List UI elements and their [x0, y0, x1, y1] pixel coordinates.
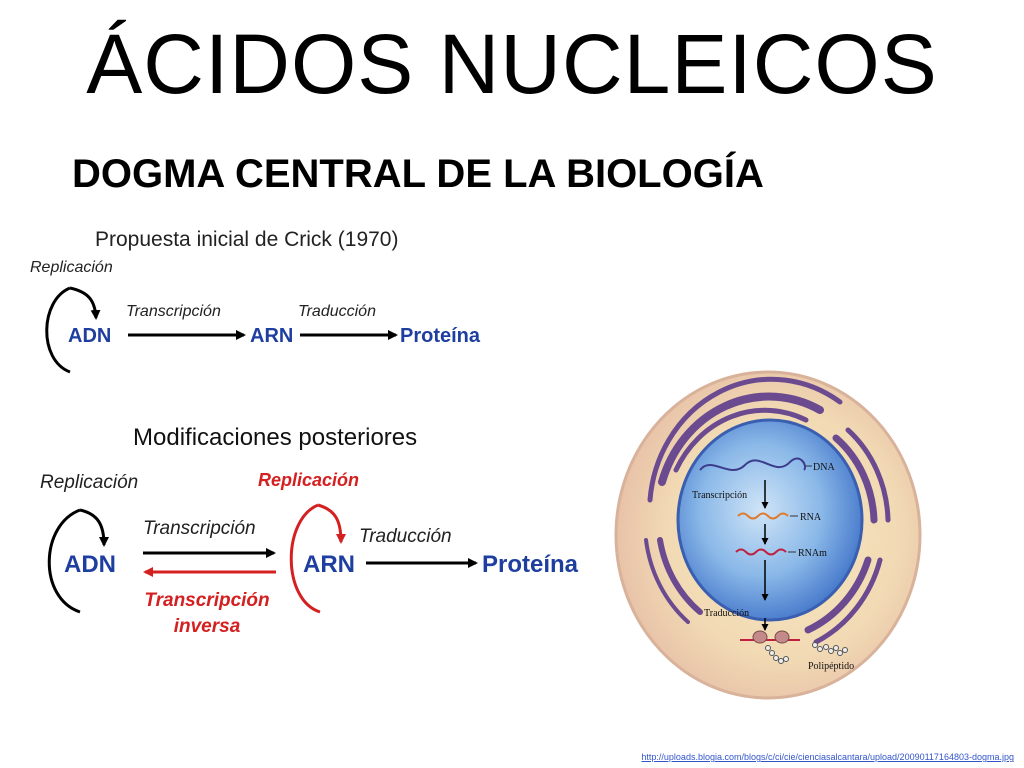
crick-transcription-label: Transcripción [126, 303, 221, 320]
cell-rna-label: RNA [800, 512, 822, 523]
later-reverse-transcription-label-2: inversa [174, 616, 241, 637]
later-rna-replication-label: Replicación [258, 470, 359, 490]
source-url[interactable]: http://uploads.blogia.com/blogs/c/ci/cie… [641, 752, 1014, 762]
nucleus [676, 418, 864, 622]
later-rna-replication-arrow [289, 503, 341, 614]
crick-protein-label: Proteína [400, 325, 481, 347]
mrna-strand [735, 548, 787, 556]
cell-polypeptide-label: Polipéptido [808, 661, 854, 672]
crick-dna-label: ADN [68, 325, 111, 347]
later-replication-label: Replicación [40, 472, 138, 493]
endoplasmic-reticulum [644, 376, 891, 645]
cell-dna-label: DNA [813, 462, 835, 473]
crick-heading: Propuesta inicial de Crick (1970) [95, 228, 398, 251]
ribosome [752, 630, 768, 644]
cell-transcription-label: Transcripción [692, 490, 747, 501]
later-rna-label: ARN [303, 551, 355, 578]
later-replication-arrow [47, 508, 104, 614]
rna-strand [737, 512, 789, 520]
polypeptide-chain [765, 642, 848, 664]
later-heading: Modificaciones posteriores [133, 424, 417, 451]
later-transcription-label: Transcripción [143, 518, 256, 539]
cell-translation-label: Traducción [704, 608, 749, 619]
dna-strand [699, 457, 806, 471]
crick-translation-label: Traducción [298, 303, 376, 320]
page-subtitle: DOGMA CENTRAL DE LA BIOLOGÍA [72, 152, 764, 196]
later-translation-label: Traducción [359, 526, 452, 547]
later-dna-label: ADN [64, 551, 116, 578]
crick-replication-arrow [45, 286, 96, 374]
later-reverse-transcription-label-1: Transcripción [144, 590, 269, 611]
crick-rna-label: ARN [250, 325, 293, 347]
cell-illustration: DNA Transcripción RNA RNAm Traducción Po… [614, 370, 922, 700]
cell-mrna-label: RNAm [798, 548, 827, 559]
later-protein-label: Proteína [482, 551, 579, 578]
crick-replication-label: Replicación [30, 259, 113, 276]
ribosome [774, 630, 790, 644]
page-title: ÁCIDOS NUCLEICOS [86, 17, 938, 111]
